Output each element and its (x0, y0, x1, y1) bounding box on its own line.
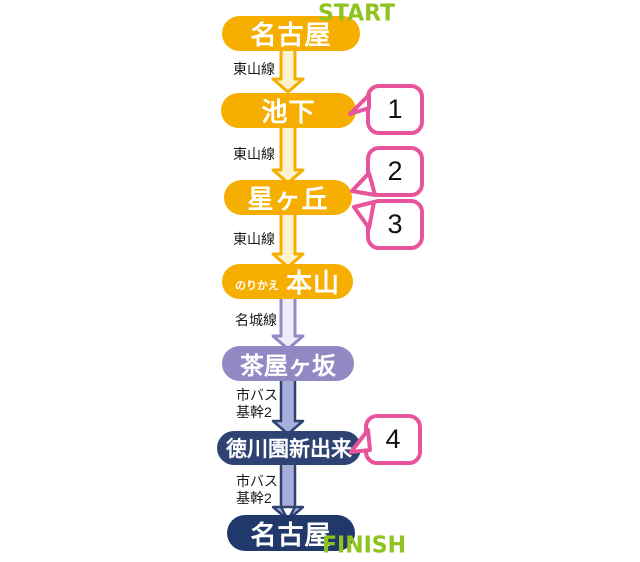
line-label-bus-2: 市バス 基幹2 (236, 473, 278, 507)
callout-1: 1 (366, 84, 424, 135)
line-name: 東山線 (233, 231, 275, 247)
route-arrow-higashiyama-1 (271, 44, 305, 94)
station-nagoya-start: 名古屋 (222, 16, 360, 51)
line-name-2: 基幹2 (236, 490, 272, 506)
line-label-meijo: 名城線 (235, 312, 277, 329)
transfer-note: のりかえ (234, 279, 279, 292)
line-label-higashiyama-3: 東山線 (233, 231, 275, 248)
callout-4: 4 (364, 414, 422, 465)
callout-number: 4 (385, 424, 401, 454)
line-name: 東山線 (233, 146, 275, 162)
station-chayagasaka: 茶屋ヶ坂 (222, 346, 354, 381)
callout-number: 1 (387, 94, 403, 124)
line-name: 市バス (236, 387, 278, 403)
line-label-bus-1: 市バス 基幹2 (236, 387, 278, 421)
station-ikeshita: 池下 (221, 93, 356, 128)
station-tokugawaen-shindeki: 徳川園新出来 (217, 431, 361, 465)
line-name: 市バス (236, 473, 278, 489)
line-name-2: 基幹2 (236, 404, 272, 420)
start-label: START (318, 0, 396, 27)
callout-2: 2 (366, 146, 424, 197)
station-motoyama: のりかえ 本山 (222, 264, 353, 299)
station-name: 名古屋 (250, 519, 332, 550)
line-name: 名城線 (235, 312, 277, 328)
station-name: 星ヶ丘 (247, 184, 329, 214)
station-name: 茶屋ヶ坂 (240, 353, 336, 380)
station-hoshigaoka: 星ヶ丘 (224, 180, 352, 215)
finish-label: FINISH (322, 532, 407, 559)
station-name: 池下 (261, 97, 316, 127)
station-name: 徳川園新出来 (226, 438, 352, 461)
callout-number: 3 (387, 209, 403, 239)
line-label-higashiyama-1: 東山線 (233, 61, 275, 78)
route-arrow-meijo (271, 292, 305, 351)
station-name: 本山 (285, 268, 340, 298)
route-arrow-higashiyama-2 (271, 119, 305, 185)
line-label-higashiyama-2: 東山線 (233, 146, 275, 163)
route-arrow-higashiyama-3 (271, 208, 305, 269)
callout-number: 2 (387, 156, 403, 186)
callout-3: 3 (366, 199, 424, 250)
line-name: 東山線 (233, 61, 275, 77)
